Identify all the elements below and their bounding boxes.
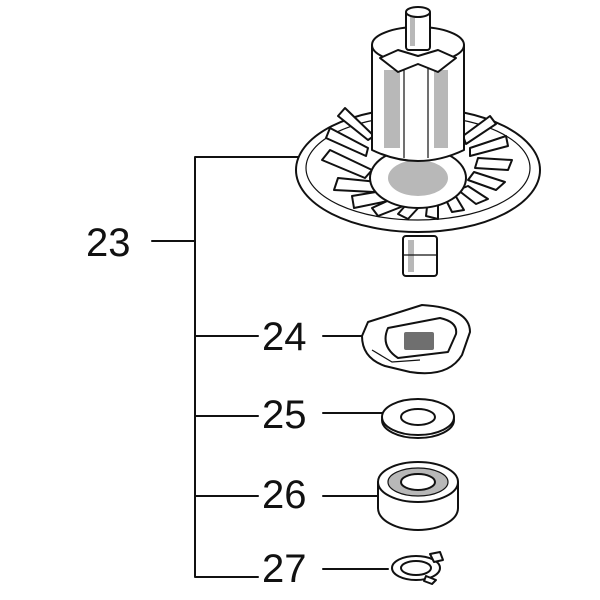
- callout-26: 26: [262, 473, 307, 517]
- callout-23: 23: [86, 221, 131, 265]
- ball-bearing-icon: [377, 461, 459, 531]
- flat-washer-icon: [381, 398, 455, 439]
- callout-25: 25: [262, 393, 307, 437]
- retaining-ring-icon: [391, 551, 444, 585]
- callout-27: 27: [262, 547, 307, 591]
- fan-baffle-icon: [361, 304, 471, 375]
- leader-lines: [151, 156, 389, 578]
- callout-24: 24: [262, 315, 307, 359]
- armature-assembly-icon: [295, 6, 541, 277]
